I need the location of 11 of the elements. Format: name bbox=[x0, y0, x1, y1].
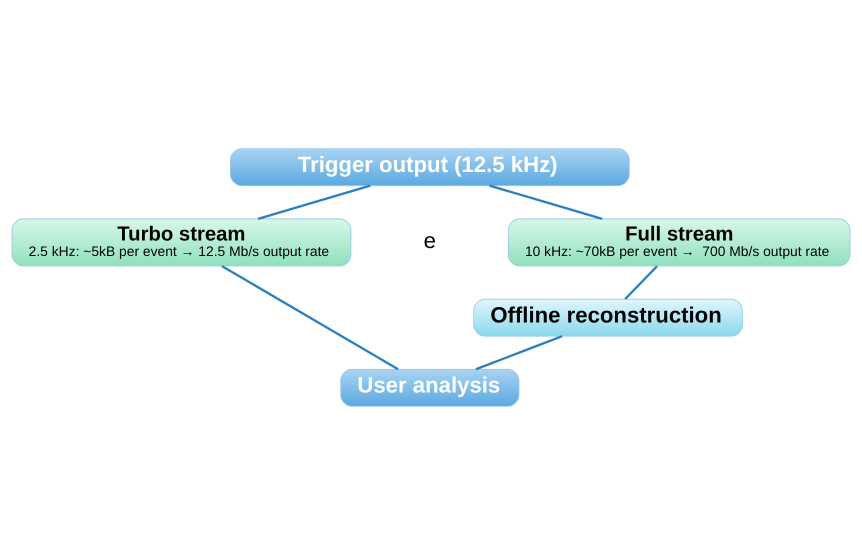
node-box: Offline reconstruction bbox=[473, 298, 743, 337]
connector bbox=[489, 184, 603, 220]
node-box: Trigger output (12.5 kHz) bbox=[230, 148, 630, 186]
connector bbox=[258, 184, 371, 220]
node-box: Turbo stream 2.5 kHz: ~5kB per event → 12.5 Mb/s output rate bbox=[12, 218, 352, 266]
connector bbox=[221, 265, 399, 370]
label: e bbox=[424, 228, 436, 254]
node-box: Full stream 10 kHz: ~70kB per event → 700 Mb/s output rate bbox=[508, 218, 850, 266]
node-box: User analysis bbox=[340, 368, 520, 407]
connector bbox=[624, 265, 658, 300]
connector bbox=[475, 335, 563, 370]
